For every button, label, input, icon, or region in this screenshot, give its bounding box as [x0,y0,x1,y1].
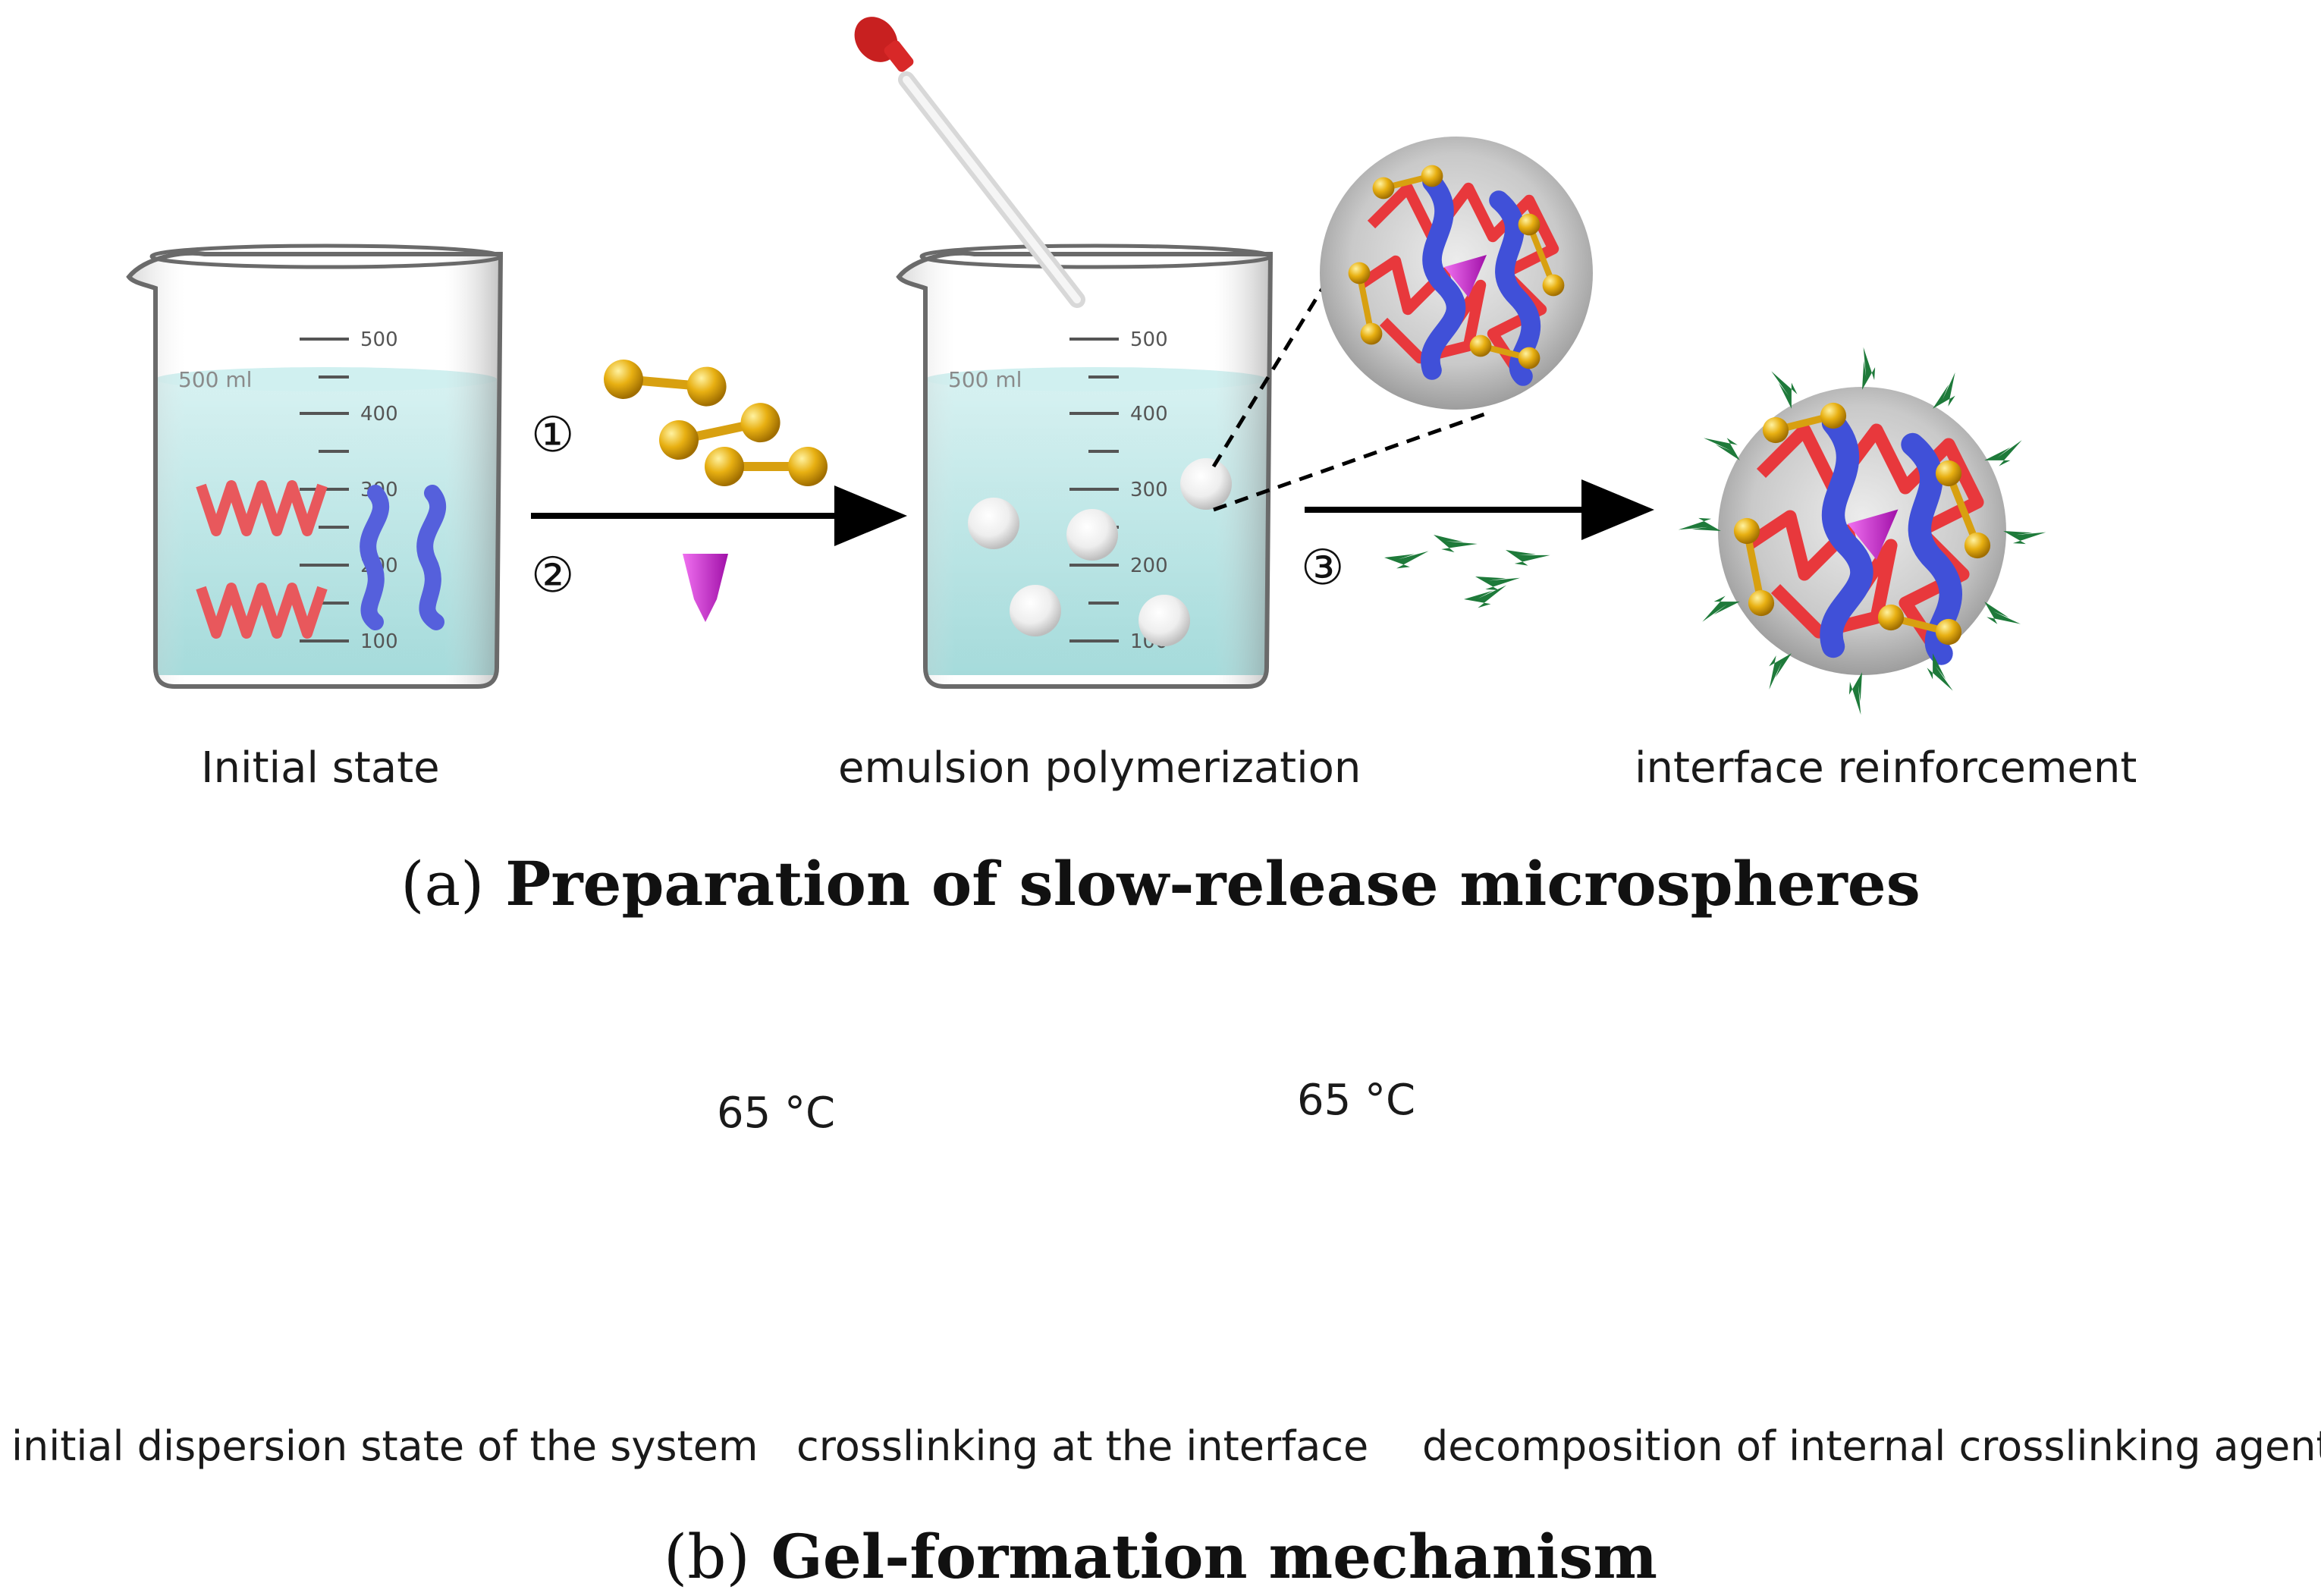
panel-a: 500 400 300 200 100 500 ml ① ② [126,17,2046,715]
initiator-icon [683,554,728,622]
beaker-emulsion: 500 400 300 200 100 500 ml [854,17,1274,689]
label-emulsion-polymerization: emulsion polymerization [838,743,1362,793]
beaker-initial: 500 400 300 200 100 500 ml [126,243,504,689]
panel-a-title: Preparation of slow-release microspheres [505,848,1921,919]
volume-mark: 500 ml [178,367,252,392]
label-initial-dispersion: initial dispersion state of the system [11,1422,758,1470]
label-decomposition: decomposition of internal crosslinking a… [1422,1422,2321,1470]
red-polymer-chain [196,480,328,536]
blue-polymer-chain [360,485,389,630]
step-marker-3: ③ [1301,540,1344,596]
step-marker-2: ② [531,548,574,604]
label-initial-state: Initial state [201,743,440,793]
crosslinker-molecules [602,358,828,486]
scale-400: 400 [1130,403,1168,426]
panel-b-caption: (b) Gel-formation mechanism [0,1521,2321,1592]
label-interface-reinforcement: interface reinforcement [1635,743,2137,793]
step-marker-1: ① [531,407,574,463]
red-polymer-chain [196,583,328,639]
scale-200: 200 [1130,555,1168,577]
panel-b-title: Gel-formation mechanism [771,1521,1657,1592]
scale-500: 500 [360,328,398,351]
panel-a-prefix: (a) [400,849,485,919]
arrow-label-65c-1: 65 °C [717,1089,836,1138]
emulsion-droplets [968,458,1232,646]
blue-polymer-chain [416,485,446,630]
arrow-label-65c-2: 65 °C [1297,1076,1416,1125]
scale-400: 400 [360,403,398,426]
scale-500: 500 [1130,328,1168,351]
volume-mark: 500 ml [948,367,1022,392]
panel-b-prefix: (b) [664,1522,750,1592]
zoom-inset [1211,137,1593,512]
scale-100: 100 [360,630,398,653]
scale-300: 300 [1130,479,1168,501]
arrow-step-3: ③ [1301,479,1654,612]
arrow-step-1-2: ① ② [531,358,907,622]
reinforcer-icons [1382,518,1550,612]
panel-a-caption: (a) Preparation of slow-release microsph… [0,848,2321,919]
label-crosslinking-interface: crosslinking at the interface [796,1422,1369,1470]
pipette-icon [854,17,1085,308]
reinforced-microsphere [1679,347,2046,715]
